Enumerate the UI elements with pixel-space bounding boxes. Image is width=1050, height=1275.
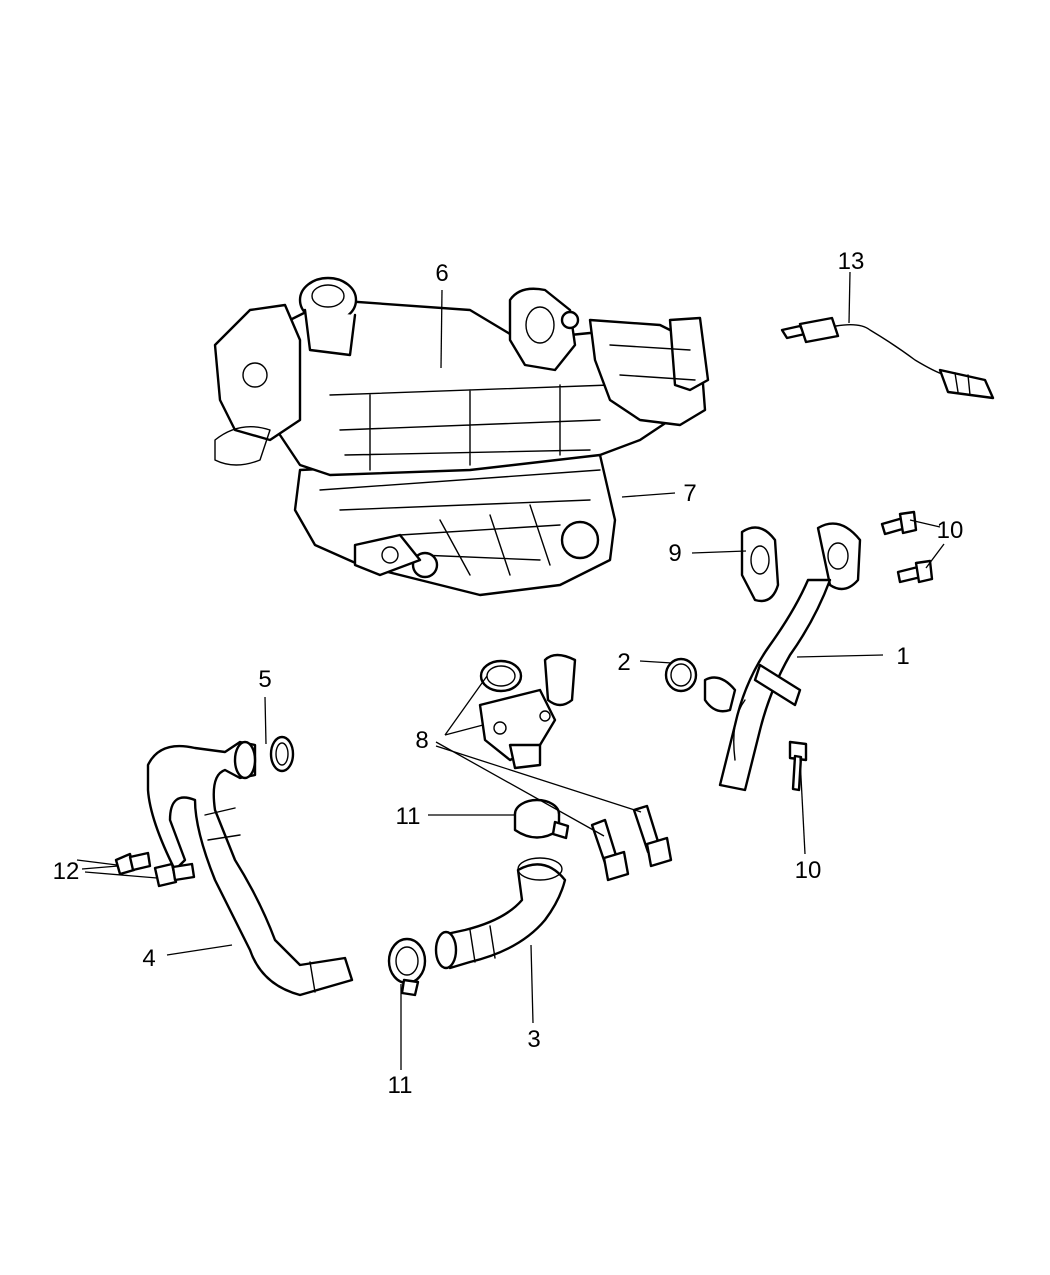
callout-11-upper: 11 xyxy=(396,803,421,830)
coolant-hose xyxy=(434,857,567,970)
housing-bolt-left xyxy=(590,818,630,882)
o-ring xyxy=(664,657,698,693)
callout-2: 2 xyxy=(617,649,630,676)
callout-3: 3 xyxy=(527,1026,540,1053)
callout-4: 4 xyxy=(142,945,155,972)
bolt-middle xyxy=(896,559,934,584)
callout-1: 1 xyxy=(896,643,909,670)
callout-8: 8 xyxy=(415,727,428,754)
callout-labels: 1 2 3 4 5 6 7 8 9 10 10 11 11 12 13 xyxy=(53,248,964,1099)
bolt-lower xyxy=(788,740,808,792)
callout-12: 12 xyxy=(53,858,80,885)
callout-11-lower: 11 xyxy=(388,1072,413,1099)
egr-module-assembly xyxy=(213,276,710,597)
tube-bolt-upper xyxy=(114,851,152,876)
leader-lines xyxy=(76,271,945,1070)
coolant-outlet-housing xyxy=(478,653,577,770)
temperature-sensor xyxy=(780,316,995,400)
callout-13: 13 xyxy=(838,248,865,275)
o-ring-left xyxy=(269,735,295,773)
bolt-upper xyxy=(880,510,918,536)
housing-bolt-right xyxy=(632,804,673,868)
callout-10-upper: 10 xyxy=(937,517,964,544)
callout-10-lower: 10 xyxy=(795,857,822,884)
hose-clamp-lower xyxy=(387,937,427,997)
egr-tube xyxy=(703,522,862,792)
coolant-tube xyxy=(146,740,354,997)
callout-7: 7 xyxy=(683,480,696,507)
hose-clamp-upper xyxy=(513,798,570,840)
callout-5: 5 xyxy=(258,666,271,693)
tube-bolt-lower xyxy=(153,862,196,888)
callout-6: 6 xyxy=(435,260,448,287)
gasket xyxy=(740,526,780,603)
callout-9: 9 xyxy=(668,540,681,567)
